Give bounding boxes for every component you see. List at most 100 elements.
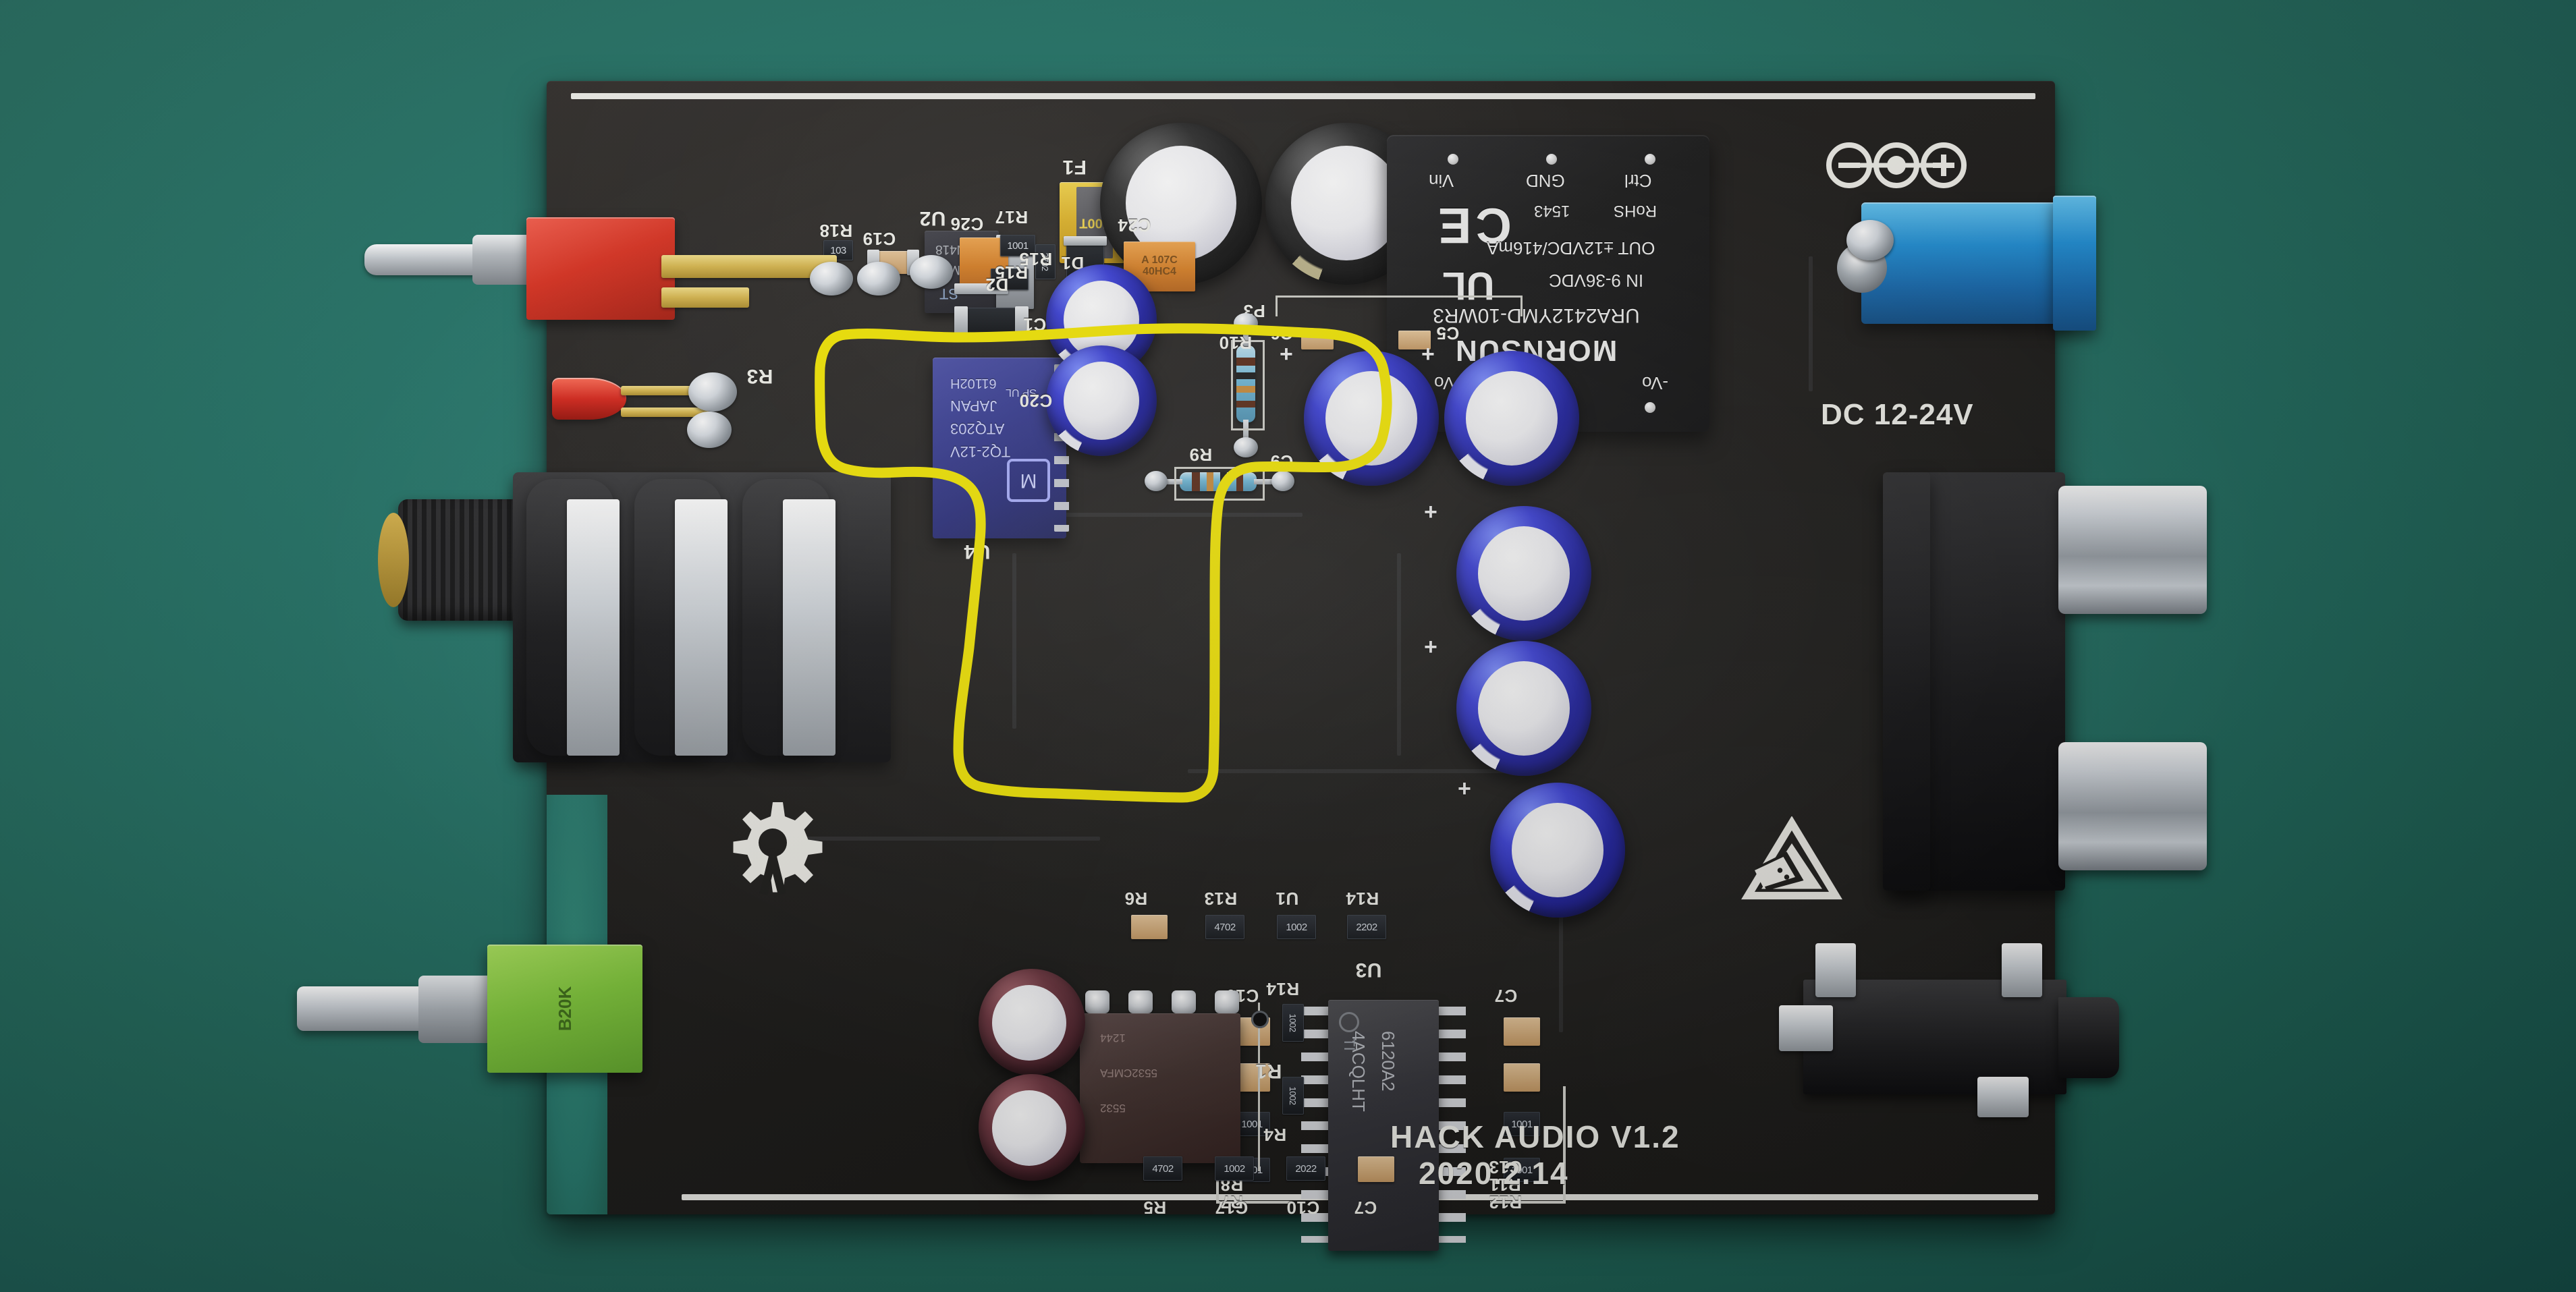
resistor-r6: 2202 (1347, 915, 1386, 939)
copper-trace (1012, 553, 1016, 729)
silk-ref-c9: C9 (1270, 451, 1294, 472)
relay-line2: ATQ203 (950, 420, 1005, 437)
copper-trace (749, 837, 1100, 841)
silk-ref-r17: R17 (995, 207, 1029, 227)
quarter-inch-jack-ring (378, 513, 409, 607)
potentiometer-body[interactable]: B20K (487, 945, 642, 1073)
jack-lug (675, 499, 728, 756)
board-brand-line2: 2020.2.14 (1419, 1156, 1569, 1191)
copper-trace (1188, 769, 1539, 773)
u3-maker: TI (1341, 1038, 1358, 1051)
silk-ref-r5: C10 (1286, 1198, 1320, 1218)
potentiometer-nut (418, 976, 493, 1043)
resistor-r5: 2022 (1286, 1156, 1325, 1181)
jack-lug (783, 499, 835, 756)
jack-lug (1779, 1005, 1833, 1051)
electrolytic-cap-c8 (1100, 123, 1262, 285)
jack-lug (2002, 943, 2042, 997)
silk-ref-r14: R4 (1263, 1125, 1287, 1145)
relay-brand-mark: M (1007, 459, 1050, 502)
silk-ref-r18: R18 (819, 221, 853, 241)
relay-line4: 61102H (950, 376, 997, 391)
esd-warning-icon (1741, 816, 1842, 904)
r13-code: 1002 (1288, 1013, 1298, 1032)
dc-barrel-jack[interactable] (1837, 202, 2071, 324)
jack-lug (567, 499, 620, 756)
resistor-r11: 1001 (1504, 1112, 1540, 1136)
silk-ref-u2: U2 (919, 207, 946, 229)
electrolytic-cap-c3 (1444, 351, 1579, 486)
dcdc-pin-ctrl: Ctrl (1624, 171, 1652, 191)
silk-ref-r1: R5 (1143, 1198, 1167, 1218)
u3-legs-right (1435, 1007, 1466, 1243)
silk-ref-r15: R15 (1019, 249, 1053, 269)
u1-socket-pins (1085, 990, 1239, 1013)
silk-ref-u1: R1 (1255, 1060, 1282, 1082)
r6-code: 2202 (1356, 921, 1377, 933)
rca-jack-lower[interactable] (2058, 742, 2207, 870)
relay-line3: JAPAN (950, 397, 997, 414)
u3-pin1-dot (1339, 1012, 1359, 1032)
gear-logo-icon (722, 796, 823, 897)
copper-trace (1809, 256, 1813, 391)
silk-ref-c19: C19 (862, 229, 896, 249)
dcdc-pin-gnd: GND (1526, 171, 1565, 191)
quarter-inch-jack-barrel[interactable] (398, 499, 533, 621)
rca-jack-upper[interactable] (2058, 486, 2207, 614)
silk-ref-c24: C24 (1118, 215, 1151, 235)
u1-line3: 1244 (1100, 1032, 1126, 1044)
solder-joint (910, 255, 953, 289)
copper-trace (1397, 553, 1401, 756)
headphone-jack-p2[interactable] (1803, 980, 2066, 1094)
r14-code: 1002 (1288, 1086, 1298, 1105)
resistor-r17: 1001 (1000, 235, 1035, 256)
ic-u3: 4ACQLHT 6120A2 TI (1328, 1000, 1439, 1251)
potentiometer-shaft[interactable] (297, 986, 439, 1031)
transistor-q1 (991, 269, 1029, 290)
silk-ref-r2: R13 (1204, 889, 1238, 909)
jack-lug (1815, 943, 1856, 997)
power-indicator-led (552, 378, 626, 420)
u3-line2: 6120A2 (1378, 1031, 1398, 1092)
resistor-r3: 1002 (1277, 915, 1316, 939)
electrolytic-cap-c15 (979, 969, 1085, 1075)
electrolytic-cap-c20 (1046, 345, 1157, 456)
silk-ref-c17: C7 (1354, 1198, 1377, 1218)
silk-border-top (571, 93, 2035, 99)
resistor-r1: 4702 (1143, 1156, 1182, 1181)
capacitor-c6 (1301, 331, 1334, 349)
capacitor-c7b (1504, 1063, 1540, 1092)
silk-ref-c6: C6 (1270, 323, 1294, 343)
silk-ref-f1: F1 (1062, 156, 1087, 178)
silk-ref-r10: R10 (1219, 333, 1253, 353)
silk-ref-r13: R14 (1266, 979, 1300, 999)
resistor-r18: 103 (823, 240, 853, 260)
r5-code: 2022 (1295, 1162, 1317, 1175)
silk-ref-r6: R14 (1346, 889, 1379, 909)
r4-code: 1002 (1224, 1162, 1245, 1175)
ic-u1-opamp: 1244 5532CMFA 5532 (1080, 1013, 1240, 1163)
solder-joint (857, 262, 900, 296)
dcdc-pin-vin: Vin (1429, 171, 1454, 191)
dcdc-pin-negvo: -Vo (1642, 373, 1669, 393)
solder-joint (810, 262, 853, 296)
resistor-r13: 1002 (1282, 1004, 1304, 1042)
capacitor-c16 (1131, 915, 1168, 939)
silk-ref-c20: C20 (1019, 391, 1053, 411)
electrolytic-cap-c14 (1490, 783, 1625, 918)
silk-ref-p4: R3 (746, 365, 773, 387)
resistor-r15: 2702 (1035, 244, 1056, 279)
dcdc-output: OUT ±12VDC/416mA (1487, 238, 1655, 258)
silk-ref-r3: U1 (1276, 889, 1299, 909)
solder-joint (1846, 220, 1894, 260)
silk-ref-r9: R9 (1189, 445, 1213, 465)
r3-code: 1002 (1286, 921, 1307, 933)
dcdc-input: IN 9-36VDC (1549, 271, 1644, 291)
potentiometer-marking: B20K (554, 986, 575, 1032)
power-toggle-switch[interactable] (364, 202, 837, 337)
solder-joint (688, 372, 737, 412)
r11-code: 1001 (1511, 1118, 1533, 1130)
dcdc-datecode: 1543 (1534, 202, 1570, 220)
